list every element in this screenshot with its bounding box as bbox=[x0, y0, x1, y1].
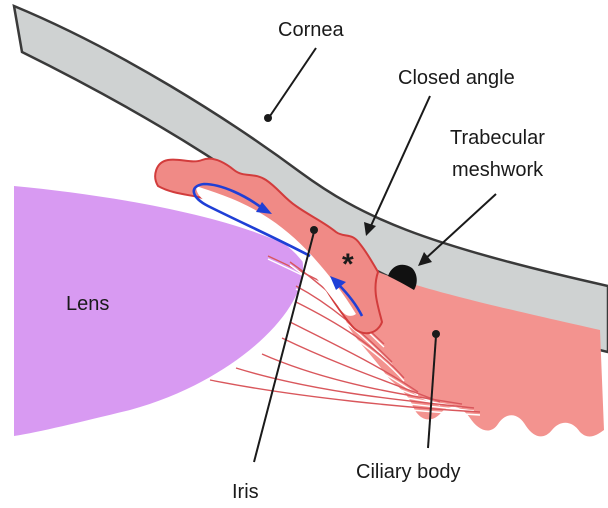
label-trabecular-line2: meshwork bbox=[452, 159, 544, 181]
label-iris: Iris bbox=[232, 481, 259, 503]
label-cornea: Cornea bbox=[278, 19, 344, 41]
iris-leader-dot bbox=[310, 226, 318, 234]
closed-angle-asterisk: * bbox=[342, 248, 354, 281]
label-trabecular-line1: Trabecular bbox=[450, 127, 545, 149]
label-lens: Lens bbox=[66, 293, 109, 315]
cornea-leader-dot bbox=[264, 114, 272, 122]
closed-angle-leader bbox=[370, 96, 430, 228]
label-ciliary-body: Ciliary body bbox=[356, 461, 460, 483]
ciliary-leader-dot bbox=[432, 330, 440, 338]
label-closed-angle: Closed angle bbox=[398, 67, 515, 89]
cornea-leader bbox=[270, 48, 316, 116]
